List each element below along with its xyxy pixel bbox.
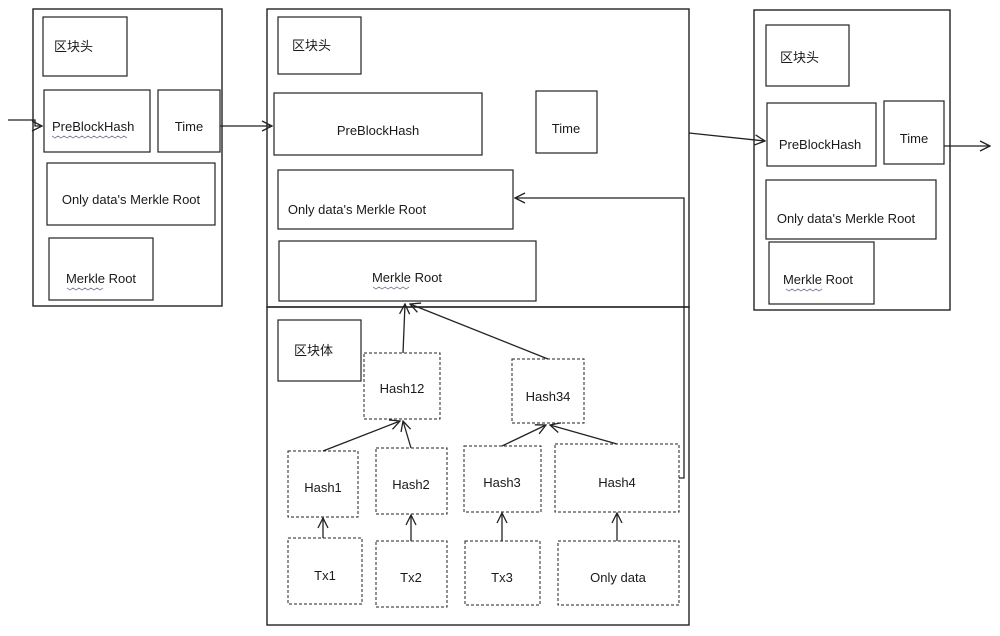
right-block-merkle-root-label: Merkle Root <box>783 272 853 287</box>
hash34-to-merkle-root-arrow <box>410 304 548 359</box>
tx2-label: Tx2 <box>400 570 422 585</box>
right-block-data-merkle-box <box>766 180 936 239</box>
hash3-to-hash34-arrow <box>502 425 546 446</box>
hash2-to-hash12-arrow <box>403 421 411 448</box>
incoming-chain-arrow <box>8 120 42 126</box>
center-block-prev-hash-label: PreBlockHash <box>337 123 419 138</box>
left-block-merkle-root-label: Merkle Root <box>66 271 136 286</box>
only-data-label: Only data <box>590 570 646 585</box>
right-block-header-label: 区块头 <box>780 50 819 65</box>
hash4-to-hash34-arrow <box>550 425 617 444</box>
hash4-to-data-merkle-arrow <box>515 198 684 478</box>
left-block: 区块头 PreBlockHash Time Only data's Merkle… <box>33 9 222 306</box>
center-block-header-label: 区块头 <box>292 38 331 53</box>
tx3-label: Tx3 <box>491 570 513 585</box>
left-block-header-label: 区块头 <box>54 39 93 54</box>
hash34-label: Hash34 <box>526 389 571 404</box>
right-block-data-merkle-label: Only data's Merkle Root <box>777 211 916 226</box>
hash2-label: Hash2 <box>392 477 430 492</box>
hash12-label: Hash12 <box>380 381 425 396</box>
left-block-time-label: Time <box>175 119 203 134</box>
center-block-time-label: Time <box>552 121 580 136</box>
center-block-data-merkle-label: Only data's Merkle Root <box>288 202 427 217</box>
tx1-label: Tx1 <box>314 568 336 583</box>
center-block-data-merkle-box <box>278 170 513 229</box>
hash1-to-hash12-arrow <box>323 421 400 451</box>
center-block-body-label: 区块体 <box>294 343 333 358</box>
right-block: 区块头 PreBlockHash Time Only data's Merkle… <box>754 10 950 310</box>
right-block-time-label: Time <box>900 131 928 146</box>
right-block-prev-hash-box <box>767 103 876 166</box>
left-block-prev-hash-label: PreBlockHash <box>52 119 134 134</box>
hash3-label: Hash3 <box>483 475 521 490</box>
left-block-merkle-root-box <box>49 238 153 300</box>
center-block-merkle-root-label: Merkle Root <box>372 270 442 285</box>
hash12-to-merkle-root-arrow <box>403 304 405 353</box>
center-block: 区块头 PreBlockHash Time Only data's Merkle… <box>267 9 689 625</box>
right-block-prev-hash-label: PreBlockHash <box>779 137 861 152</box>
hash1-label: Hash1 <box>304 480 342 495</box>
left-block-data-merkle-label: Only data's Merkle Root <box>62 192 201 207</box>
hash4-label: Hash4 <box>598 475 636 490</box>
